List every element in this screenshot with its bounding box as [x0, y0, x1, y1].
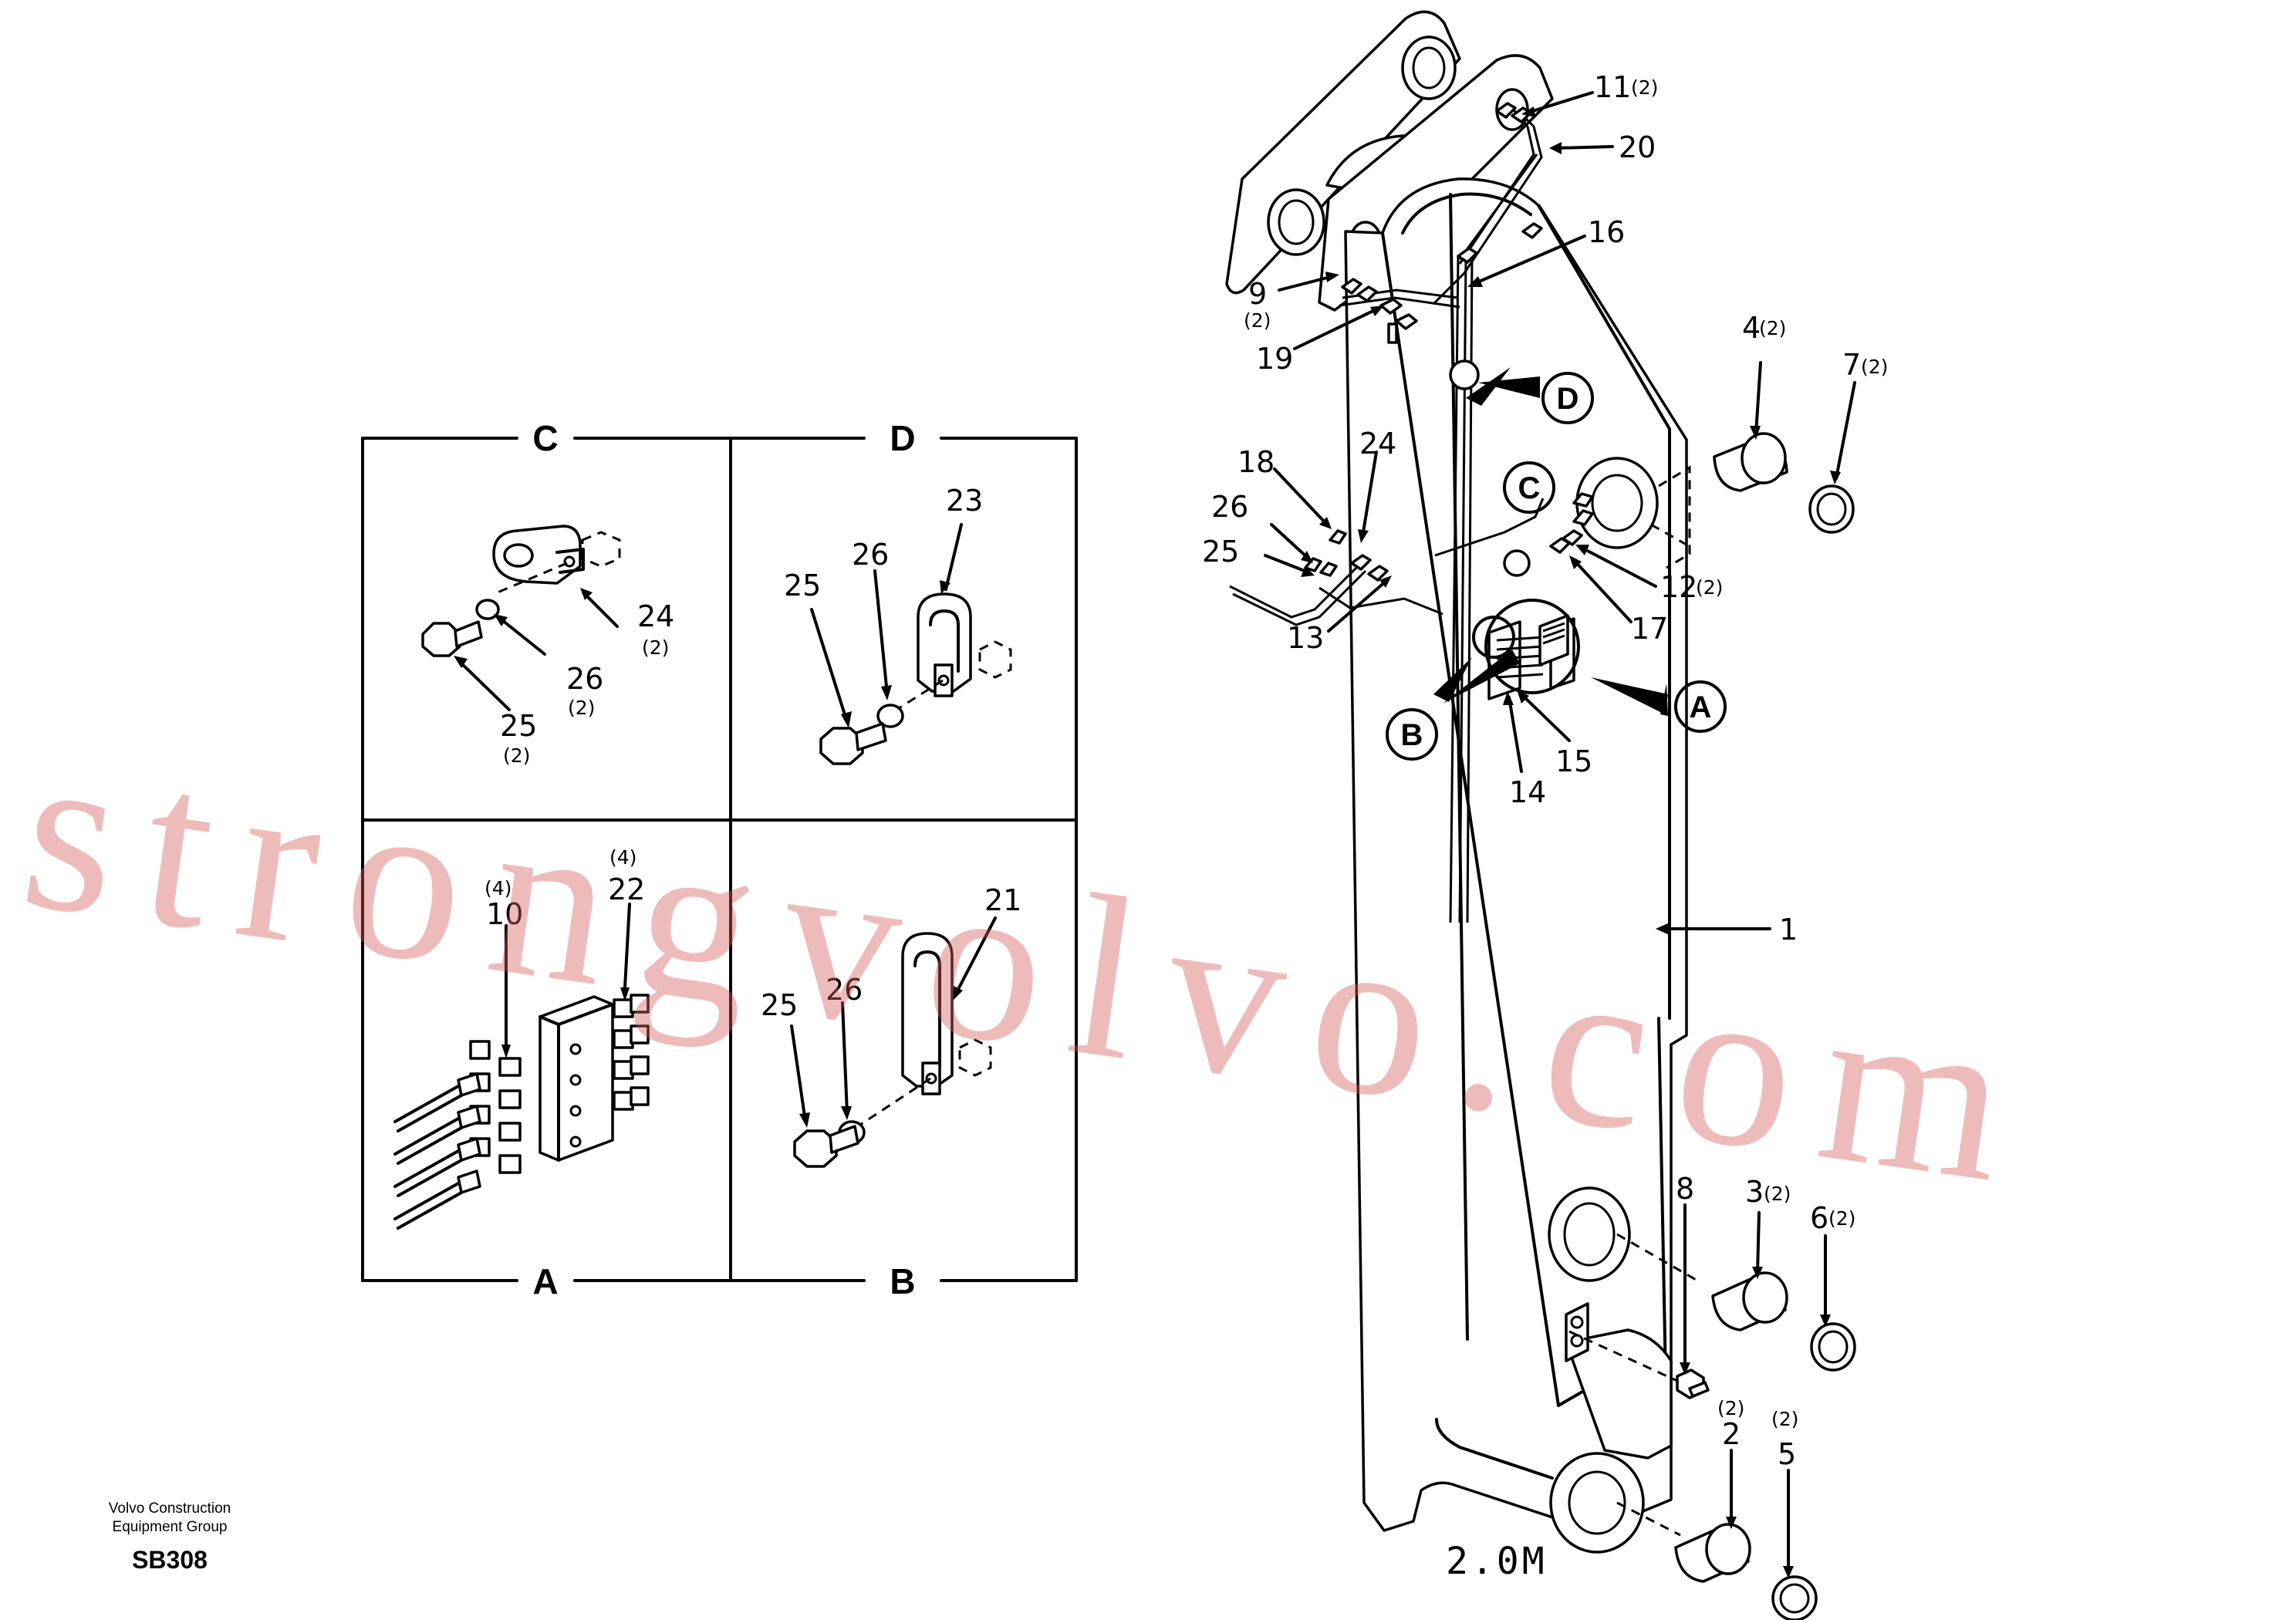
- seal-6: [1810, 1322, 1856, 1372]
- qty-2: (2): [1717, 1397, 1744, 1419]
- label-13: 13: [1287, 621, 1324, 655]
- panel-c-letter: C: [532, 418, 558, 458]
- callout-pointers: [1433, 367, 1668, 716]
- label-19: 19: [1256, 342, 1293, 376]
- scale-label: 2.0M: [1446, 1540, 1548, 1583]
- callout-d-letter: D: [1557, 382, 1579, 416]
- label-12: 12: [1660, 570, 1697, 604]
- label-16: 16: [1588, 215, 1625, 249]
- credit-block: Volvo Construction Equipment Group: [69, 1500, 270, 1537]
- panel-d-letter: D: [890, 418, 915, 458]
- callout-labels: D C B A: [1386, 372, 1727, 761]
- label-20: 20: [1619, 130, 1656, 164]
- qty-12: (2): [1696, 576, 1723, 599]
- label-24: 24: [1359, 427, 1396, 461]
- seal-5: [1771, 1575, 1818, 1620]
- label-9: 9: [1248, 277, 1267, 311]
- qty-4: (2): [1759, 317, 1786, 339]
- qty-25-c: (2): [503, 744, 530, 767]
- label-10-a: 10: [486, 897, 523, 931]
- main-labels: 11 (2) 20 16 9 (2) 19 4 (2) 7 (2) 18 24 …: [1202, 70, 1888, 1583]
- label-5: 5: [1778, 1437, 1796, 1471]
- label-14: 14: [1509, 775, 1546, 809]
- label-26-d: 26: [852, 538, 889, 572]
- callout-b-letter: B: [1401, 718, 1423, 752]
- leader-lines: [1264, 91, 1856, 1578]
- qty-5: (2): [1771, 1408, 1798, 1430]
- bolt-part-b: [793, 1129, 838, 1168]
- callout-c-circle: [1503, 461, 1555, 514]
- label-25-d: 25: [784, 569, 821, 602]
- label-6: 6: [1810, 1201, 1828, 1235]
- credit-line-1: Volvo Construction: [108, 1500, 231, 1517]
- qty-26-c: (2): [568, 697, 595, 719]
- qty-3: (2): [1764, 1183, 1791, 1205]
- qty-11: (2): [1631, 76, 1658, 99]
- detail-panels-grid: C D A B: [361, 418, 1078, 1301]
- qty-9: (2): [1244, 309, 1271, 332]
- label-24-c: 24: [637, 599, 674, 633]
- label-7: 7: [1842, 348, 1861, 382]
- washer-part-d: [876, 704, 904, 728]
- qty-24-c: (2): [642, 636, 669, 659]
- qty-22-a: (4): [609, 846, 636, 869]
- label-26-b: 26: [826, 973, 863, 1007]
- label-3: 3: [1745, 1175, 1764, 1209]
- qty-10-a: (4): [485, 877, 512, 899]
- label-26: 26: [1211, 490, 1248, 524]
- fittings-left: [457, 1040, 522, 1194]
- callout-c-letter: C: [1518, 471, 1541, 505]
- bolt-part: [421, 622, 461, 657]
- label-22-a: 22: [608, 872, 645, 906]
- panel-c-detail: 24 (2) 26 (2) 25 (2): [421, 525, 674, 767]
- arm-assembly: [1225, 10, 1688, 1554]
- bolt-part-d: [819, 727, 864, 765]
- label-8: 8: [1676, 1172, 1694, 1206]
- label-4: 4: [1742, 311, 1761, 345]
- qty-7: (2): [1861, 356, 1888, 378]
- label-25-c: 25: [500, 709, 537, 743]
- credit-line-2: Equipment Group: [112, 1519, 228, 1535]
- seal-7: [1808, 484, 1855, 534]
- label-1: 1: [1779, 913, 1798, 947]
- label-17: 17: [1631, 612, 1668, 646]
- panel-a-letter: A: [532, 1261, 558, 1301]
- fittings-right: [613, 994, 650, 1111]
- panel-b-detail: 21 25 26: [761, 883, 1021, 1168]
- label-18: 18: [1237, 445, 1275, 479]
- label-11: 11: [1594, 70, 1631, 104]
- qty-6: (2): [1828, 1207, 1855, 1230]
- bushings-and-seals: [1568, 432, 1856, 1620]
- panel-d-detail: 23 26 25: [784, 484, 1012, 765]
- callout-a-letter: A: [1690, 690, 1712, 724]
- credit-code: SB308: [132, 1546, 208, 1574]
- detail-magnifiers: [1472, 599, 1580, 694]
- label-23-d: 23: [946, 484, 983, 518]
- label-25: 25: [1202, 535, 1239, 569]
- panel-b-letter: B: [890, 1261, 915, 1301]
- callout-b-circle: [1386, 708, 1438, 761]
- p-clamp-part: [492, 525, 582, 585]
- hoses-left: [393, 1085, 463, 1230]
- label-25-b: 25: [761, 988, 798, 1022]
- washer-part: [475, 599, 500, 620]
- label-15: 15: [1555, 744, 1592, 778]
- panel-a-detail: (4) 10 (4) 22: [393, 846, 650, 1230]
- label-26-c: 26: [566, 662, 603, 696]
- label-21-b: 21: [984, 883, 1021, 917]
- label-2: 2: [1722, 1417, 1741, 1451]
- callout-d-circle: [1541, 372, 1594, 424]
- callout-a-circle: [1674, 680, 1727, 733]
